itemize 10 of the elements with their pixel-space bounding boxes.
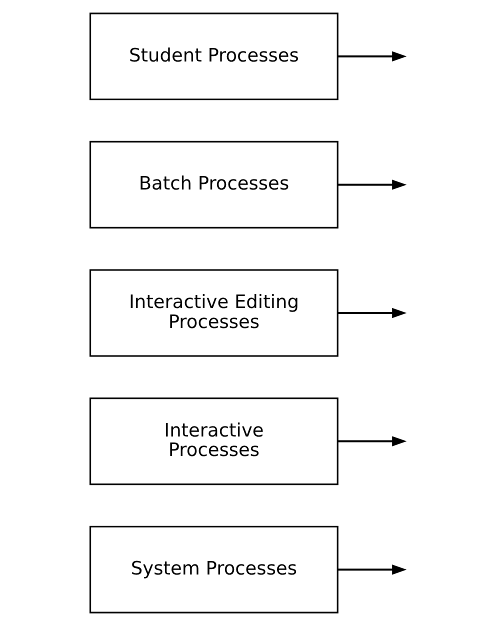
arrow — [338, 51, 407, 62]
arrow — [338, 180, 407, 190]
arrow — [338, 308, 407, 318]
node-box: Interactive Processes — [90, 398, 338, 486]
arrow — [338, 436, 407, 446]
node-box: System Processes — [90, 526, 338, 614]
arrow — [338, 564, 407, 575]
node-box: Interactive Editing Processes — [90, 269, 338, 357]
node-box: Student Processes — [90, 12, 338, 100]
node-box: Batch Processes — [90, 140, 338, 228]
